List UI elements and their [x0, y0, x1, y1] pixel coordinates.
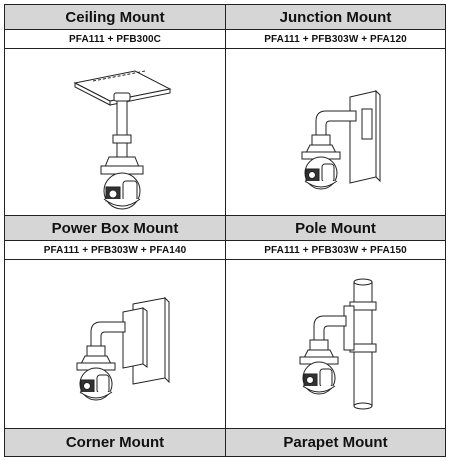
mount-code-power-box: PFA111 + PFB303W + PFA140	[5, 241, 225, 260]
mount-title-corner: Corner Mount	[5, 429, 225, 456]
pole-mount-illustration	[226, 260, 445, 429]
mount-code-pole: PFA111 + PFB303W + PFA150	[226, 241, 445, 260]
mount-code-ceiling: PFA111 + PFB300C	[5, 30, 225, 49]
mount-title-power-box: Power Box Mount	[5, 216, 225, 241]
power-box-mount-illustration	[5, 260, 225, 429]
mount-title-junction: Junction Mount	[226, 5, 445, 30]
mount-table: Ceiling Mount Junction Mount PFA111 + PF…	[4, 4, 446, 457]
mount-title-parapet: Parapet Mount	[226, 429, 445, 456]
mount-title-ceiling: Ceiling Mount	[5, 5, 225, 30]
ceiling-mount-illustration	[5, 49, 225, 216]
mount-code-junction: PFA111 + PFB303W + PFA120	[226, 30, 445, 49]
junction-mount-illustration	[226, 49, 445, 216]
mount-title-pole: Pole Mount	[226, 216, 445, 241]
column-divider	[225, 5, 226, 456]
